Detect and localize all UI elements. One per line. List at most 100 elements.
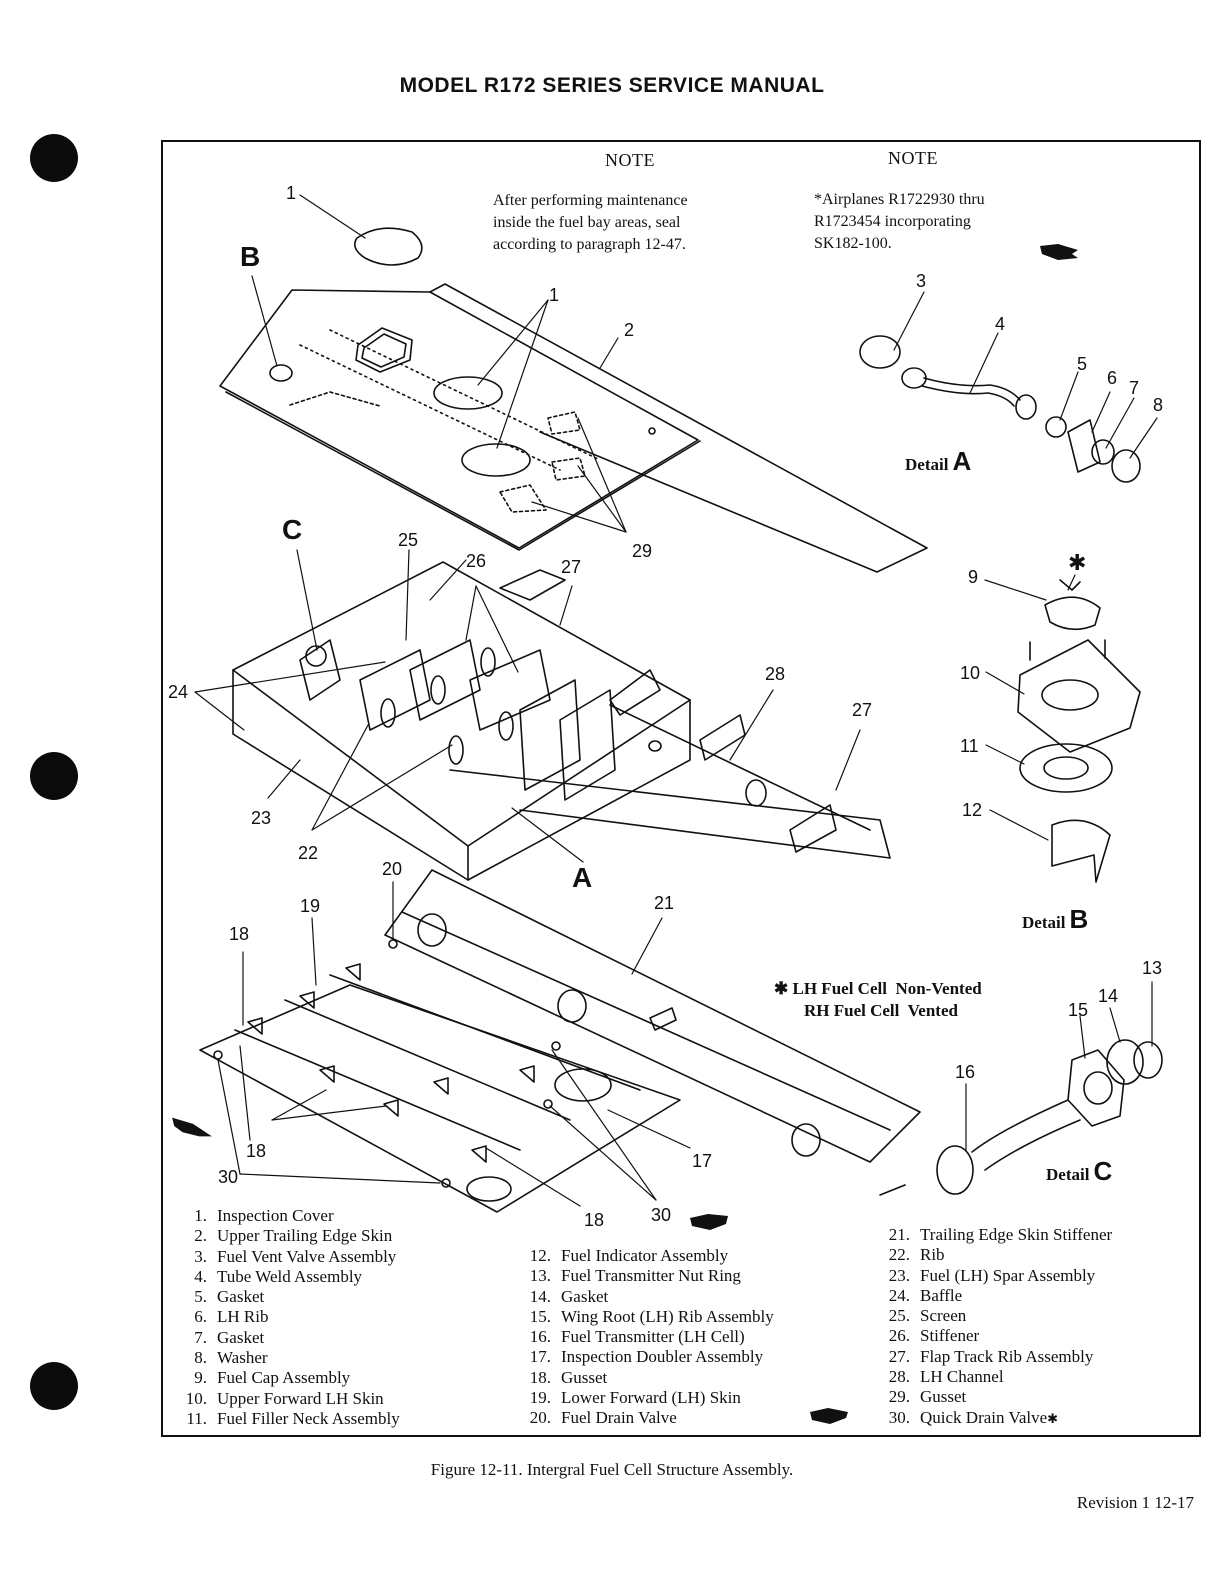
- callout-30: 30: [651, 1205, 672, 1225]
- callout-25: 25: [398, 530, 419, 550]
- callout-12: 12: [962, 800, 983, 820]
- list-item: 29.Gusset: [888, 1387, 967, 1407]
- view-letter-c: C: [282, 514, 303, 545]
- list-item: 30.Quick Drain Valve✱: [888, 1407, 1059, 1427]
- callout-13: 13: [1142, 958, 1163, 978]
- lower-skin-drawing: [199, 869, 921, 1213]
- detail-c-drawing: [879, 1039, 1163, 1196]
- list-item: 26.Stiffener: [888, 1326, 980, 1346]
- detail-b-drawing: [1017, 579, 1141, 883]
- callout-28: 28: [765, 664, 786, 684]
- callout-19: 19: [300, 896, 321, 916]
- parts-list-column-2: 12.Fuel Indicator Assembly 13.Fuel Trans…: [521, 1246, 774, 1429]
- list-item: 20.Fuel Drain Valve: [529, 1408, 677, 1428]
- list-item: 2.Upper Trailing Edge Skin: [194, 1226, 393, 1246]
- fuel-cell-vent-note: ✱ LH Fuel Cell Non-Vented RH Fuel Cell V…: [774, 978, 982, 1022]
- list-item: 12.Fuel Indicator Assembly: [529, 1246, 729, 1265]
- list-item: 5.Gasket: [194, 1287, 265, 1307]
- callout-23: 23: [251, 808, 272, 828]
- callout-9: 9: [968, 567, 979, 587]
- note-title-left: NOTE: [605, 150, 655, 170]
- callout-16: 16: [955, 1062, 976, 1082]
- rib-structure-drawing: [232, 561, 891, 881]
- list-item: 24.Baffle: [888, 1285, 963, 1305]
- callout-5: 5: [1077, 354, 1088, 374]
- punch-hole-bottom: [30, 1362, 78, 1410]
- lh-fuel-cell-value: Non-Vented: [895, 979, 982, 998]
- callout-4: 4: [995, 314, 1006, 334]
- list-item: 18.Gusset: [529, 1367, 608, 1387]
- star-icon: ✱: [774, 979, 789, 998]
- figure-caption: Figure 12-11. Intergral Fuel Cell Struct…: [430, 1460, 794, 1479]
- revision-hand-icon: [1040, 244, 1078, 260]
- list-item: 19.Lower Forward (LH) Skin: [529, 1388, 741, 1408]
- rh-fuel-cell-value: Vented: [907, 1001, 958, 1020]
- punch-hole-top: [30, 134, 78, 182]
- callout-1: 1: [549, 285, 560, 305]
- list-item: 9.Fuel Cap Assembly: [194, 1368, 351, 1388]
- list-item: 11.Fuel Filler Neck Assembly: [186, 1408, 400, 1428]
- leader-lines: [194, 194, 1158, 1207]
- callout-18: 18: [584, 1210, 605, 1230]
- note-text-right: *Airplanes R1722930 thru R1723454 incorp…: [814, 191, 985, 252]
- callout-3: 3: [916, 271, 927, 291]
- callout-8: 8: [1153, 395, 1164, 415]
- list-item: 3.Fuel Vent Valve Assembly: [194, 1246, 397, 1266]
- callout-29: 29: [632, 541, 653, 561]
- page-number: Revision 1 12-17: [1076, 1493, 1194, 1512]
- list-item: 28.LH Channel: [888, 1367, 1004, 1387]
- callout-7: 7: [1129, 378, 1140, 398]
- callout-27: 27: [852, 700, 873, 720]
- callout-18: 18: [229, 924, 250, 944]
- list-item: 15.Wing Root (LH) Rib Assembly: [529, 1306, 774, 1326]
- list-item: 1.Inspection Cover: [194, 1206, 334, 1225]
- revision-hand-icon: [172, 1117, 212, 1137]
- callout-2: 2: [624, 320, 635, 340]
- list-item: 4.Tube Weld Assembly: [194, 1266, 363, 1286]
- list-item: 27.Flap Track Rib Assembly: [888, 1346, 1094, 1366]
- callout-1: 1: [286, 183, 297, 203]
- list-item: 25.Screen: [888, 1306, 967, 1326]
- punch-hole-middle: [30, 752, 78, 800]
- note-title-right: NOTE: [888, 148, 938, 168]
- list-item: 21.Trailing Edge Skin Stiffener: [888, 1225, 1113, 1244]
- callout-17: 17: [692, 1151, 713, 1171]
- callout-10: 10: [960, 663, 981, 683]
- callout-6: 6: [1107, 368, 1118, 388]
- callout-20: 20: [382, 859, 403, 879]
- callout-15: 15: [1068, 1000, 1089, 1020]
- inspection-cover-drawing: [354, 227, 423, 266]
- list-item: 8.Washer: [194, 1348, 268, 1368]
- asterisk-icon: ✱: [1047, 1410, 1059, 1426]
- page-header: MODEL R172 SERIES SERVICE MANUAL: [399, 74, 825, 97]
- callout-21: 21: [654, 893, 675, 913]
- list-item: 6.LH Rib: [194, 1307, 269, 1327]
- revision-hand-icon: [690, 1214, 728, 1230]
- detail-a-drawing: [859, 335, 1141, 483]
- figure-frame: [161, 140, 1201, 1437]
- view-letter-a: A: [572, 862, 593, 893]
- callout-18: 18: [246, 1141, 267, 1161]
- parts-list-column-1: 1.Inspection Cover 2.Upper Trailing Edge…: [177, 1206, 400, 1429]
- callout-22: 22: [298, 843, 319, 863]
- callout-24: 24: [168, 682, 189, 702]
- view-letter-b: B: [240, 241, 261, 272]
- list-item: 16.Fuel Transmitter (LH Cell): [529, 1327, 745, 1347]
- revision-hand-icon: [810, 1408, 848, 1424]
- upper-skin-drawing: [219, 283, 928, 573]
- list-item: 14.Gasket: [529, 1286, 609, 1306]
- list-item: 10.Upper Forward LH Skin: [185, 1388, 384, 1408]
- callout-27: 27: [561, 557, 582, 577]
- callout-26: 26: [466, 551, 487, 571]
- list-item: 22.Rib: [888, 1245, 945, 1265]
- list-item: 23.Fuel (LH) Spar Assembly: [888, 1265, 1096, 1285]
- callout-14: 14: [1098, 986, 1119, 1006]
- rh-fuel-cell-label: RH Fuel Cell: [804, 1001, 900, 1020]
- list-item: 7.Gasket: [194, 1327, 265, 1347]
- list-item: 13.Fuel Transmitter Nut Ring: [529, 1266, 741, 1286]
- asterisk-mark: ✱: [1068, 550, 1087, 575]
